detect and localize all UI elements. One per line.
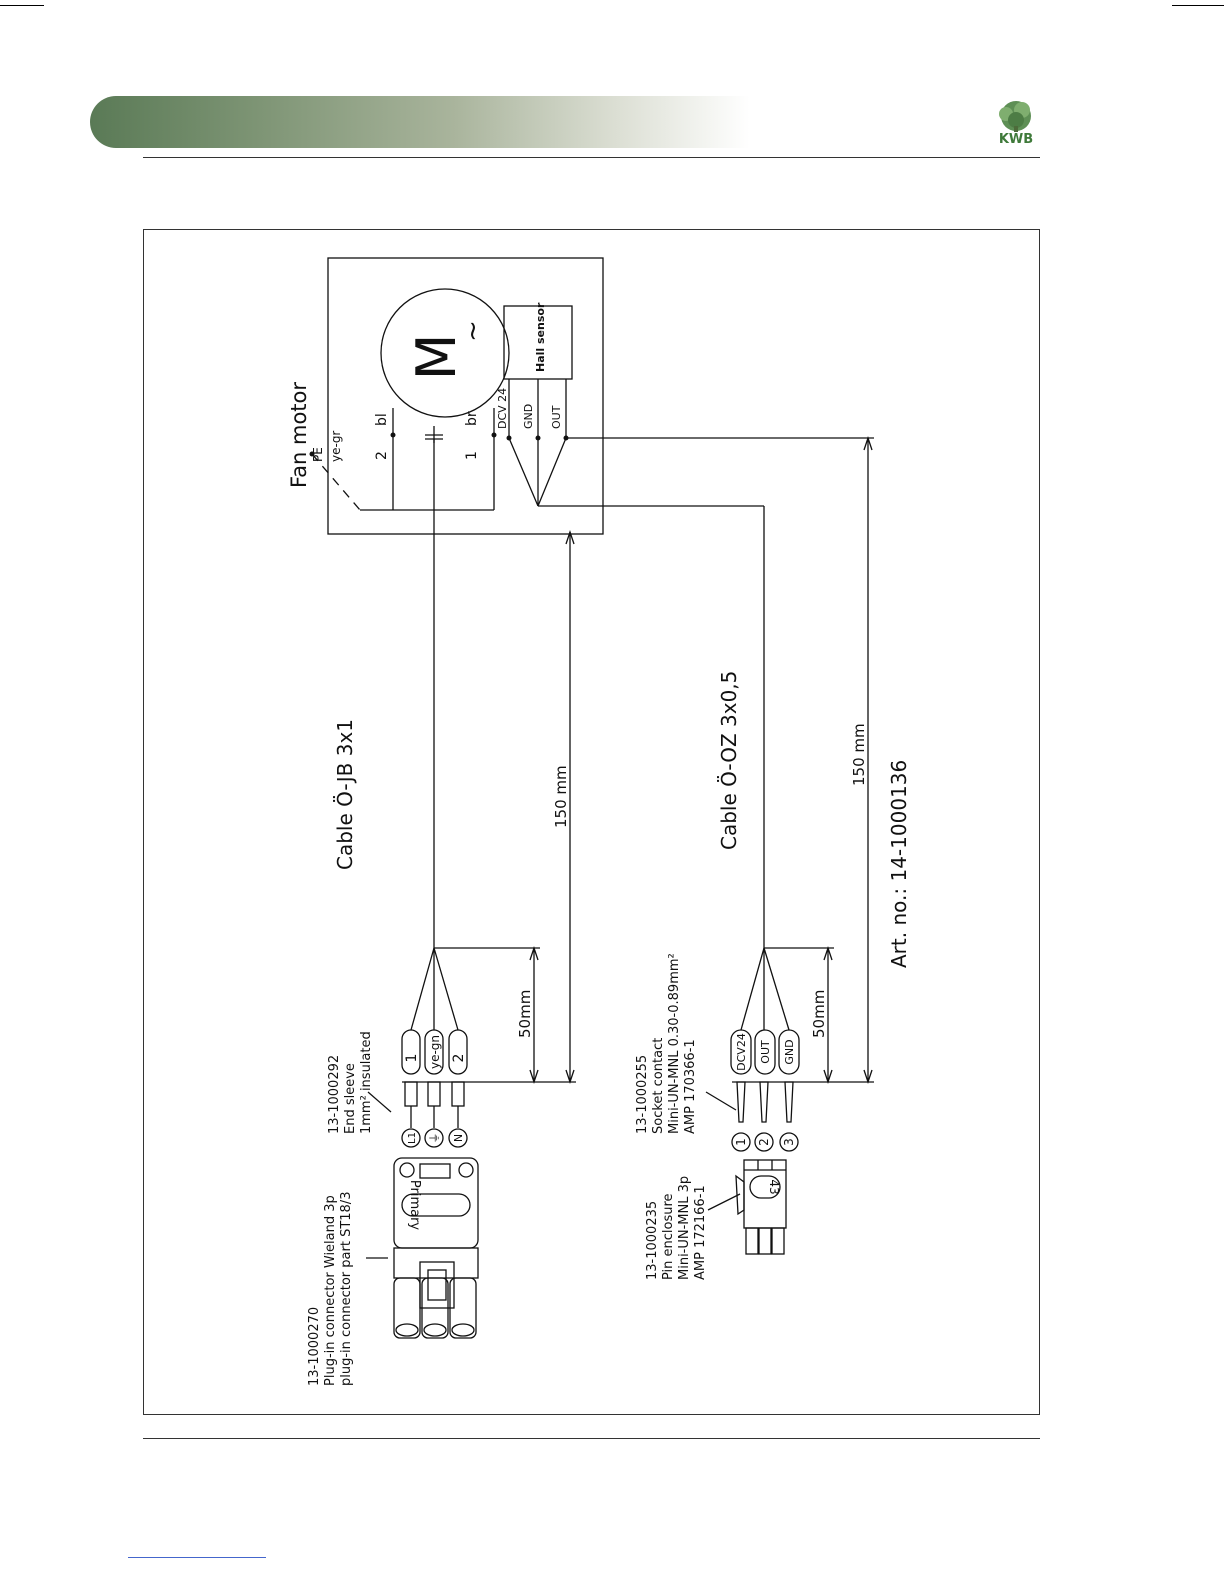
ye-gr-label: ye-gr [329, 431, 343, 462]
article-number: Art. no.: 14-1000136 [887, 760, 911, 968]
ferrule-l1 [404, 1081, 418, 1107]
pin-enclosure-part-no: 13-1000235 [645, 1201, 660, 1280]
dim-50-signal-label: 50mm [810, 990, 828, 1038]
terminal-n [448, 1128, 468, 1148]
pin-3-label: 3 [782, 1138, 796, 1146]
wieland-connector-pin-l [393, 1277, 421, 1339]
pin-enclosure-name: Pin enclosure [661, 1193, 676, 1280]
motor-symbol [380, 288, 510, 418]
wieland-name: Plug-in connector Wieland 3p [323, 1195, 338, 1386]
wieland-connector-window [419, 1163, 451, 1179]
footer-link-line [128, 1557, 266, 1558]
pin-enclosure-mark-plate [749, 1175, 781, 1199]
sleeve-gnd-label: GND [783, 1039, 796, 1064]
end-sleeve-spec: 1mm² insulated [359, 1031, 374, 1134]
socket-contact-spec: Mini-UN-MNL 0.30-0.89mm² [667, 953, 682, 1134]
end-sleeve-part-no: 13-1000292 [327, 1055, 342, 1134]
sleeve-1-label: 1 [404, 1054, 420, 1063]
cable-power-label: Cable Ö-JB 3x1 [333, 719, 357, 870]
header-rule [143, 157, 1040, 158]
wiring-diagram: M ~ Fan motor PE ye-gr 2 bl 1 br DCV 24 … [287, 257, 911, 1386]
wieland-connector-pin-c [421, 1277, 449, 1339]
dcv24-label: DCV 24 [496, 388, 509, 429]
cable-signal-label: Cable Ö-OZ 3x0,5 [717, 671, 741, 850]
wieland-connector-latch [419, 1261, 455, 1309]
sleeve-2-label: 2 [451, 1054, 467, 1063]
pin-2-label: 2 [757, 1138, 771, 1146]
wiring-diagram-frame: M ~ Fan motor PE ye-gr 2 bl 1 br DCV 24 … [143, 229, 1040, 1415]
terminal-l1-label: L1 [407, 1132, 418, 1144]
socket-contact-part-no: 13-1000255 [635, 1055, 650, 1134]
sleeve-ye-gn-label: ye-gn [428, 1035, 442, 1069]
sleeve-out [754, 1029, 776, 1075]
br-label: br [464, 411, 480, 426]
wieland-connector-pin-r [449, 1277, 477, 1339]
crop-mark-top-right [1172, 5, 1224, 6]
kwb-logo: KWB [999, 101, 1033, 147]
hall-sensor-label: Hall sensor [534, 302, 547, 372]
terminal-n-label: N [452, 1134, 465, 1142]
socket-contact-amp: AMP 170366-1 [683, 1039, 698, 1134]
sleeve-1 [401, 1029, 421, 1075]
dim-50-power-label: 50mm [516, 990, 534, 1038]
pin-enclosure-amp: AMP 172166-1 [693, 1185, 708, 1280]
connector-primary-label: Primary [407, 1180, 422, 1231]
terminal-pe [424, 1128, 444, 1148]
out-label: OUT [550, 405, 563, 429]
dim-150-signal-label: 150 mm [850, 723, 868, 786]
crop-mark-top-left [0, 5, 44, 6]
pin-enclosure-mark: 43 [767, 1179, 781, 1194]
pe-label: PE [311, 447, 325, 462]
dim-150-power-label: 150 mm [552, 765, 570, 828]
pin-enclosure-latch [735, 1174, 745, 1216]
wire-2-label: 2 [374, 451, 390, 460]
sleeve-2 [448, 1029, 468, 1075]
pin-enclosure-spec: Mini-UN-MNL 3p [677, 1176, 692, 1280]
pin-1 [731, 1132, 751, 1152]
socket-contact-3 [784, 1081, 794, 1123]
brand-text: KWB [999, 132, 1033, 147]
ferrule-pe [427, 1081, 441, 1107]
wieland-connector-body [393, 1157, 479, 1249]
ferrule-n [451, 1081, 465, 1107]
pin-3 [779, 1132, 799, 1152]
motor-tilde: ~ [458, 320, 488, 342]
bl-label: bl [374, 413, 390, 426]
socket-contact-1 [736, 1081, 746, 1123]
end-sleeve-name: End sleeve [343, 1063, 358, 1134]
socket-contact-2 [759, 1081, 769, 1123]
sleeve-ye-gn [424, 1029, 444, 1075]
sleeve-out-label: OUT [759, 1040, 772, 1064]
wieland-connector-label-plate [401, 1193, 471, 1217]
terminal-l1 [401, 1128, 421, 1148]
terminal-pe-label: ⏚ [428, 1133, 441, 1144]
wieland-part-no: 13-1000270 [307, 1307, 322, 1386]
wire-pe [311, 453, 361, 511]
pin-2 [754, 1132, 774, 1152]
header-band [90, 96, 750, 148]
footer-rule [143, 1438, 1040, 1439]
sleeve-dcv24-label: DCV24 [735, 1033, 748, 1071]
gnd-label: GND [522, 404, 535, 429]
pin-1-label: 1 [734, 1138, 748, 1146]
sleeve-gnd [778, 1029, 800, 1075]
motor-m-label: M [405, 334, 468, 381]
sleeve-dcv24 [730, 1029, 752, 1075]
wire-1-label: 1 [464, 451, 480, 460]
wieland-spec: plug-in connector part ST18/3 [339, 1192, 354, 1386]
fan-motor-label: Fan motor [287, 382, 311, 488]
fan-motor-housing [327, 257, 604, 535]
socket-contact-name: Socket contact [651, 1038, 666, 1134]
